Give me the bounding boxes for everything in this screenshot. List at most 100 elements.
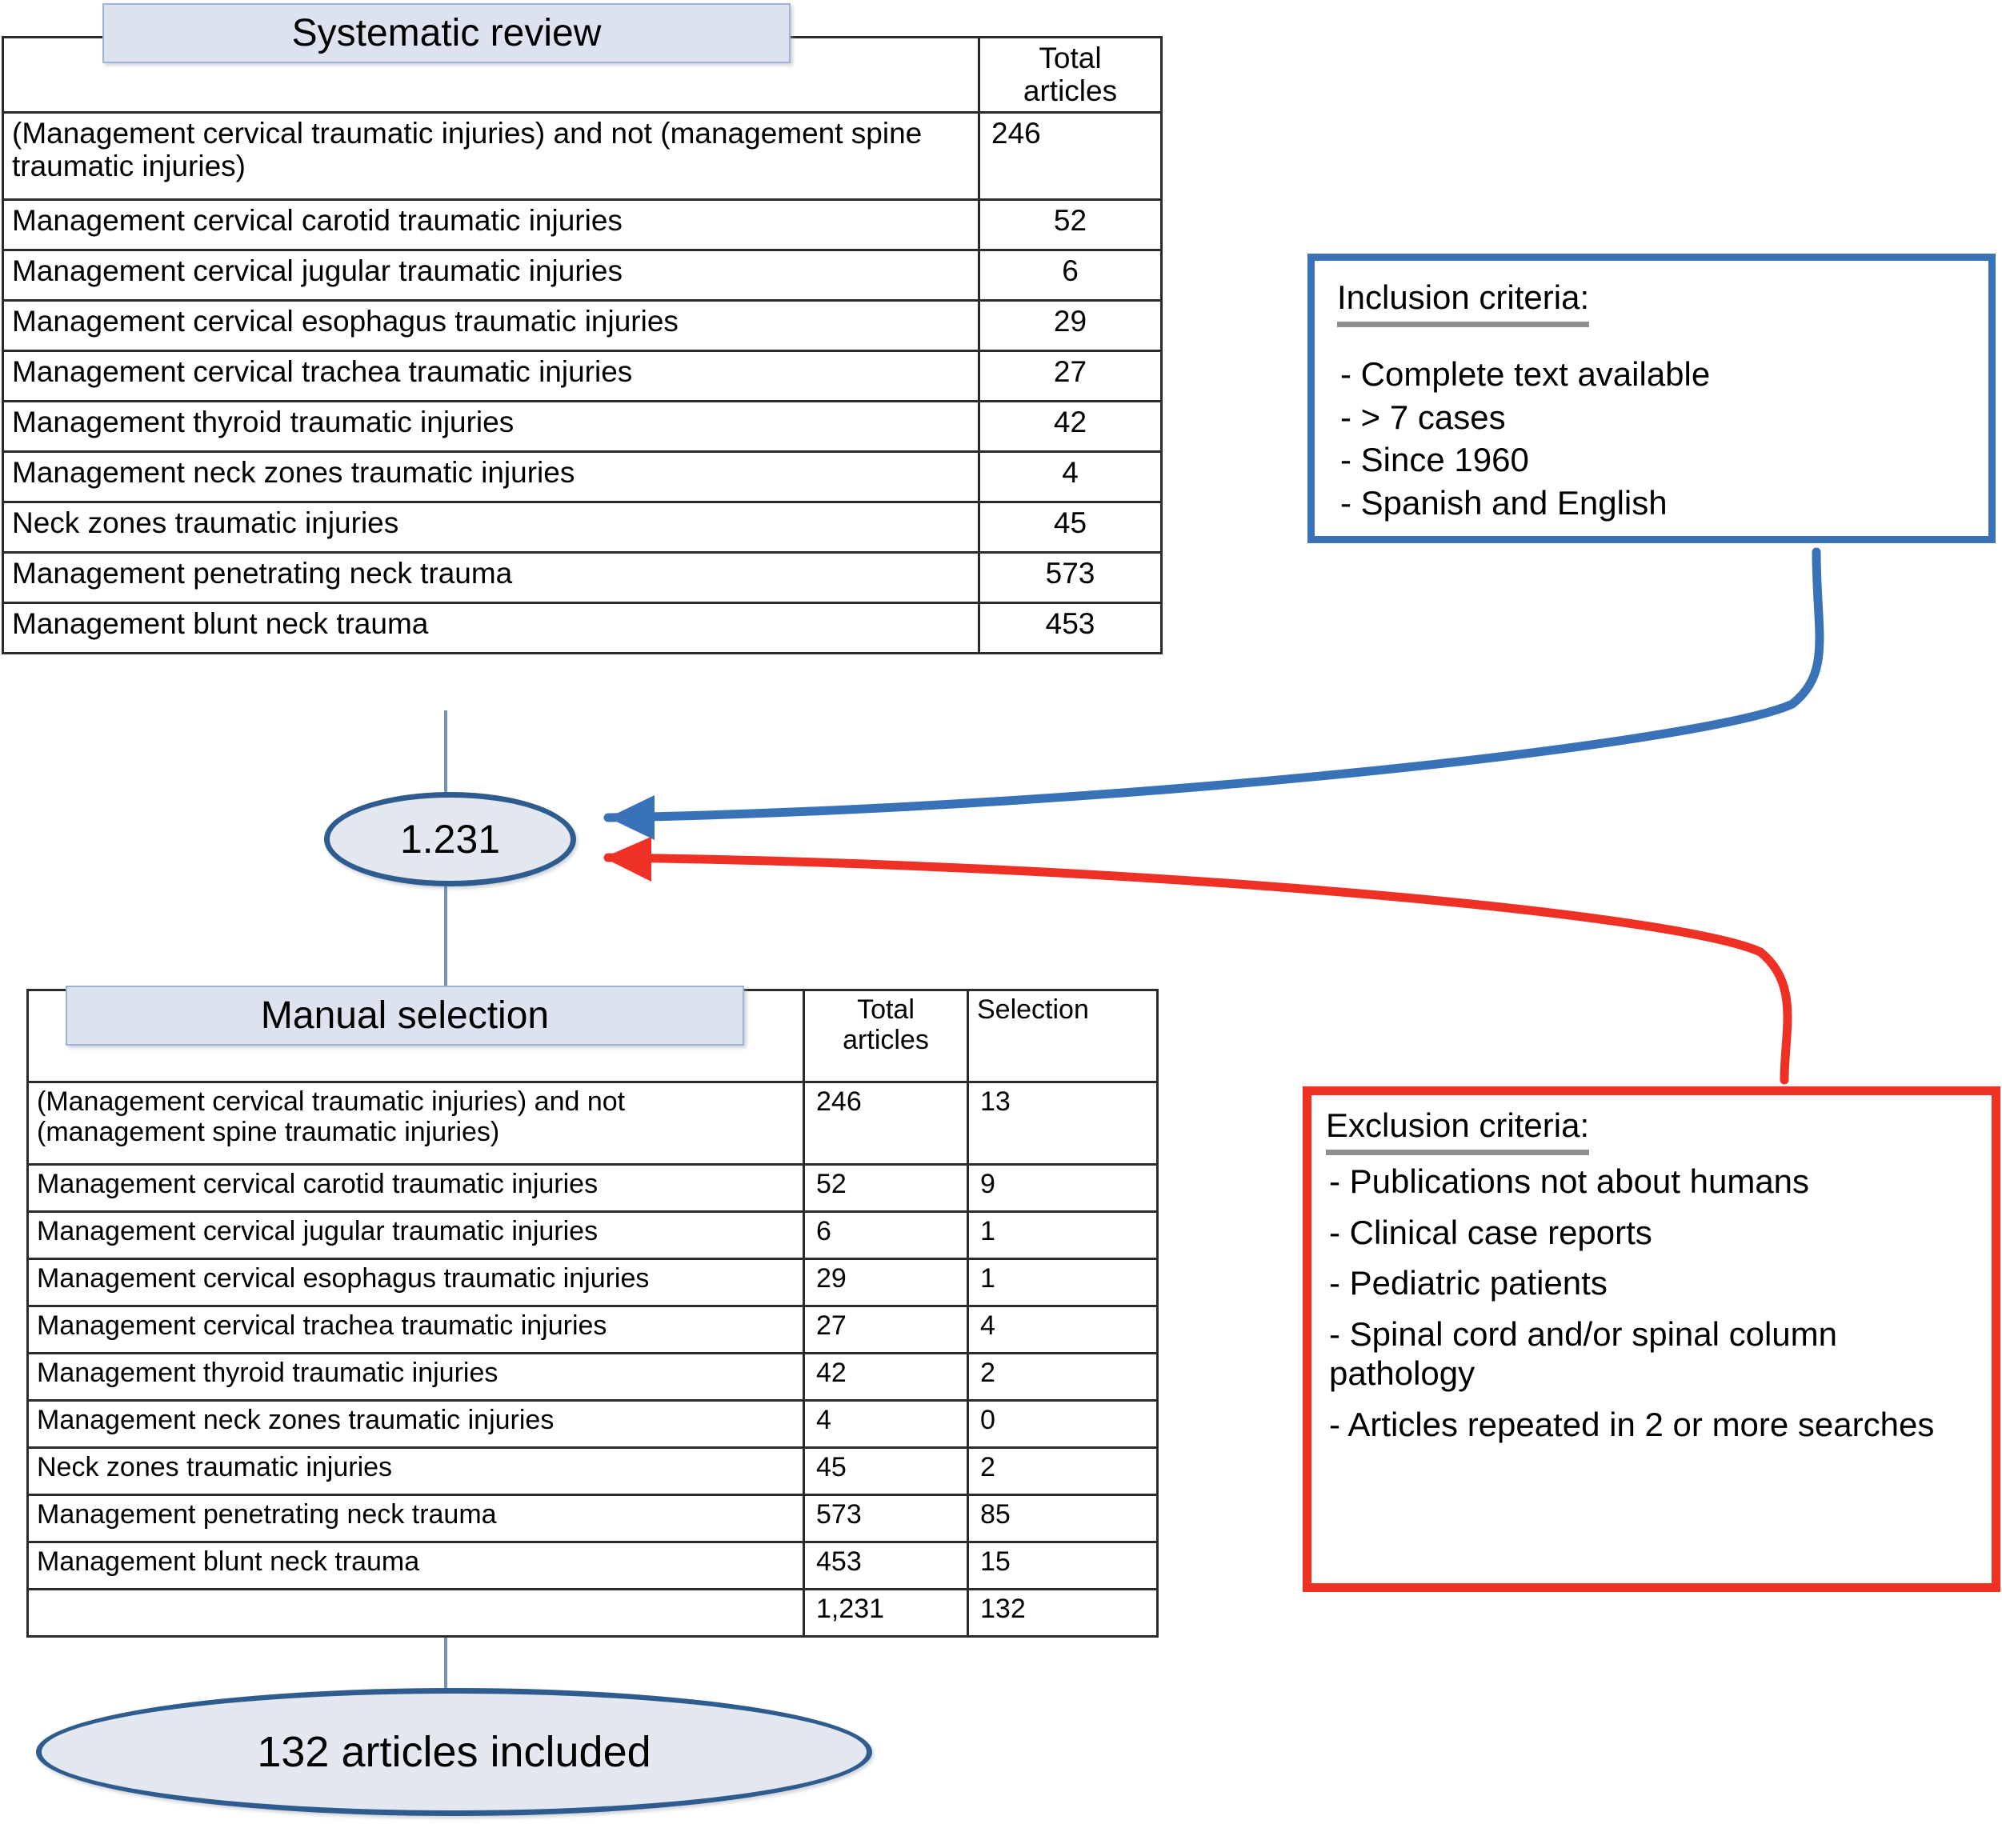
row-query-cell: Management penetrating neck trauma <box>2 550 980 604</box>
total-articles-value: 1.231 <box>399 817 501 862</box>
row-total-cell: 246 <box>803 1081 969 1166</box>
row-query-cell: (Management cervical traumatic injuries)… <box>26 1081 805 1166</box>
inclusion-criteria-title: Inclusion criteria: <box>1337 278 1590 327</box>
row-query-cell: Management thyroid traumatic injuries <box>2 399 980 453</box>
systematic-review-banner-label: Systematic review <box>291 12 602 54</box>
systematic-review-banner: Systematic review <box>102 3 791 63</box>
row-total-cell: 6 <box>978 248 1163 302</box>
row-total-cell: 42 <box>978 399 1163 453</box>
table-row: Management neck zones traumatic injuries… <box>26 1399 1159 1449</box>
exclusion-arrow-head <box>603 837 651 882</box>
row-query-cell: Management cervical trachea traumatic in… <box>2 349 980 402</box>
exclusion-criteria-list: - Publications not about humans- Clinica… <box>1311 1162 1992 1444</box>
inclusion-criteria-item: - > 7 cases <box>1340 398 1506 436</box>
totals-empty-cell <box>26 1588 805 1638</box>
table-row: Management cervical jugular traumatic in… <box>2 248 1163 302</box>
row-selection-cell: 9 <box>967 1163 1159 1213</box>
manual-selection-banner-label: Manual selection <box>260 994 550 1037</box>
row-total-cell: 52 <box>978 198 1163 251</box>
row-selection-cell: 4 <box>967 1305 1159 1354</box>
inclusion-criteria-item: - Complete text available <box>1340 355 1711 393</box>
row-total-cell: 27 <box>978 349 1163 402</box>
row-query-cell: Management cervical esophagus traumatic … <box>2 298 980 352</box>
row-query-cell: Management neck zones traumatic injuries <box>26 1399 805 1449</box>
final-included-label: 132 articles included <box>257 1728 651 1776</box>
row-selection-cell: 2 <box>967 1446 1159 1496</box>
row-query-cell: Management cervical jugular traumatic in… <box>26 1210 805 1260</box>
table-row: (Management cervical traumatic injuries)… <box>26 1081 1159 1166</box>
connector-table1-to-total <box>444 710 447 794</box>
exclusion-criteria-item: - Spinal cord and/or spinal column patho… <box>1329 1314 1838 1393</box>
row-total-cell: 27 <box>803 1305 969 1354</box>
total-articles-node: 1.231 <box>324 792 576 886</box>
inclusion-criteria-item: - Since 1960 <box>1340 441 1529 479</box>
row-query-cell: Management cervical esophagus traumatic … <box>26 1258 805 1307</box>
table-row: Management cervical esophagus traumatic … <box>26 1258 1159 1307</box>
totals-total-cell: 1,231 <box>803 1588 969 1638</box>
header-total-line2: articles <box>1023 74 1118 108</box>
exclusion-criteria-item: - Pediatric patients <box>1329 1264 1608 1302</box>
row-query-cell: Management cervical carotid traumatic in… <box>26 1163 805 1213</box>
exclusion-criteria-title: Exclusion criteria: <box>1326 1106 1590 1155</box>
header-selection-cell: Selection <box>967 989 1159 1083</box>
row-query-cell: Neck zones traumatic injuries <box>26 1446 805 1496</box>
row-selection-cell: 15 <box>967 1541 1159 1590</box>
row-query-cell: Management penetrating neck trauma <box>26 1494 805 1543</box>
table-row: Management cervical carotid traumatic in… <box>26 1163 1159 1213</box>
inclusion-criteria-item: - Spanish and English <box>1340 483 1668 522</box>
row-total-cell: 4 <box>803 1399 969 1449</box>
row-selection-cell: 85 <box>967 1494 1159 1543</box>
table-row: Management cervical trachea traumatic in… <box>26 1305 1159 1354</box>
row-total-cell: 573 <box>978 550 1163 604</box>
row-total-cell: 52 <box>803 1163 969 1213</box>
row-query-cell: (Management cervical traumatic injuries)… <box>2 110 980 201</box>
table-row: Management neck zones traumatic injuries… <box>2 450 1163 503</box>
row-query-cell: Management blunt neck trauma <box>26 1541 805 1590</box>
row-total-cell: 246 <box>978 110 1163 201</box>
totals-selection-cell: 132 <box>967 1588 1159 1638</box>
table-row: Management cervical carotid traumatic in… <box>2 198 1163 251</box>
table-row: Management cervical esophagus traumatic … <box>2 298 1163 352</box>
row-total-cell: 6 <box>803 1210 969 1260</box>
connector-total-to-table2 <box>444 886 447 989</box>
exclusion-criteria-item: - Articles repeated in 2 or more searche… <box>1329 1405 1935 1443</box>
table-row: Management cervical trachea traumatic in… <box>2 349 1163 402</box>
exclusion-criteria-box: Exclusion criteria: - Publications not a… <box>1303 1086 2000 1592</box>
exclusion-criteria-item: - Publications not about humans <box>1329 1162 1810 1200</box>
row-selection-cell: 0 <box>967 1399 1159 1449</box>
row-selection-cell: 13 <box>967 1081 1159 1166</box>
row-total-cell: 29 <box>803 1258 969 1307</box>
final-included-node: 132 articles included <box>36 1688 872 1816</box>
inclusion-arrow-head <box>608 795 655 840</box>
row-selection-cell: 1 <box>967 1210 1159 1260</box>
table-row: (Management cervical traumatic injuries)… <box>2 110 1163 201</box>
row-query-cell: Management thyroid traumatic injuries <box>26 1352 805 1402</box>
row-total-cell: 42 <box>803 1352 969 1402</box>
manual-selection-banner: Manual selection <box>66 986 744 1046</box>
inclusion-criteria-list: - Complete text available - > 7 cases - Si… <box>1315 354 1988 522</box>
row-selection-cell: 1 <box>967 1258 1159 1307</box>
header-total-line2: articles <box>843 1025 929 1056</box>
row-total-cell: 4 <box>978 450 1163 503</box>
connector-table2-to-final <box>444 1608 447 1688</box>
row-total-cell: 453 <box>978 601 1163 654</box>
row-total-cell: 29 <box>978 298 1163 352</box>
row-query-cell: Management cervical jugular traumatic in… <box>2 248 980 302</box>
header-total-line1: Total <box>857 994 915 1025</box>
row-total-cell: 453 <box>803 1541 969 1590</box>
row-total-cell: 573 <box>803 1494 969 1543</box>
row-selection-cell: 2 <box>967 1352 1159 1402</box>
inclusion-criteria-box: Inclusion criteria: - Complete text avai… <box>1307 254 1996 543</box>
row-total-cell: 45 <box>978 500 1163 554</box>
